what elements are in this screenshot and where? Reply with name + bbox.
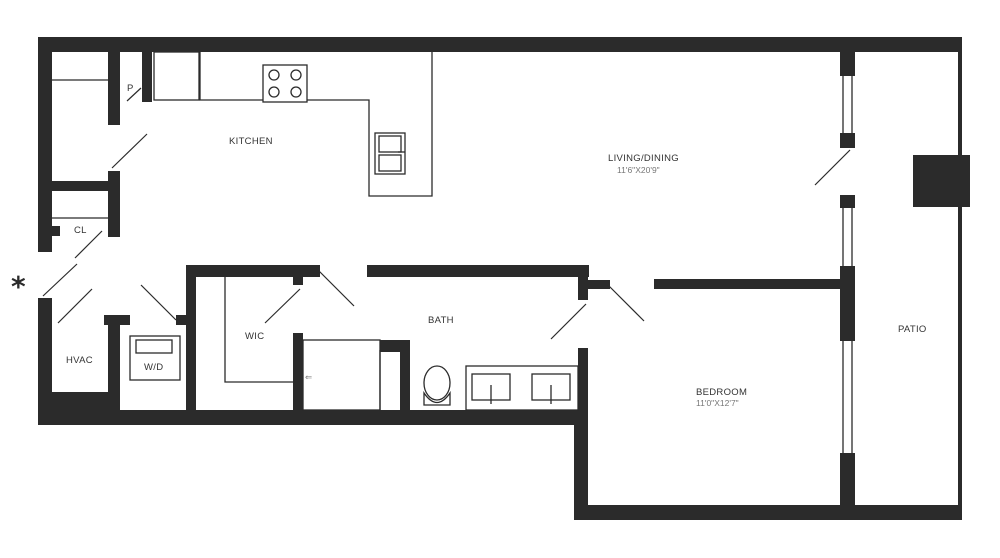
room-labels: P KITCHEN LIVING/DINING 11'6"X20'9" CL B… bbox=[11, 83, 927, 408]
interior-walls bbox=[38, 52, 970, 505]
vanity bbox=[465, 365, 579, 411]
label-patio: PATIO bbox=[898, 324, 927, 335]
label-bath: BATH bbox=[428, 315, 454, 326]
stove-icon bbox=[262, 64, 308, 103]
label-wic: WIC bbox=[245, 331, 264, 342]
svg-text:⇐: ⇐ bbox=[305, 372, 313, 382]
toilet-icon bbox=[423, 365, 451, 406]
utility-fixtures: ⇐ bbox=[52, 217, 579, 411]
kitchen-counter bbox=[52, 51, 433, 197]
label-pantry: P bbox=[127, 83, 134, 94]
kitchen-sink-icon bbox=[374, 132, 406, 175]
label-living: LIVING/DINING bbox=[608, 153, 679, 164]
door-swings bbox=[42, 87, 851, 340]
shower: ⇐ bbox=[302, 339, 381, 411]
label-kitchen: KITCHEN bbox=[229, 136, 273, 147]
refrigerator bbox=[153, 51, 200, 101]
washer-dryer-icon bbox=[129, 335, 181, 381]
windows bbox=[842, 76, 853, 453]
label-closet: CL bbox=[74, 225, 87, 236]
label-wd: W/D bbox=[144, 362, 163, 373]
label-hvac: HVAC bbox=[66, 355, 93, 366]
entry-marker: * bbox=[11, 270, 26, 303]
label-bedroom-dim: 11'0"X12'7" bbox=[696, 398, 739, 408]
label-bedroom: BEDROOM bbox=[696, 387, 747, 398]
outer-walls bbox=[38, 37, 962, 520]
label-living-dim: 11'6"X20'9" bbox=[617, 165, 660, 175]
